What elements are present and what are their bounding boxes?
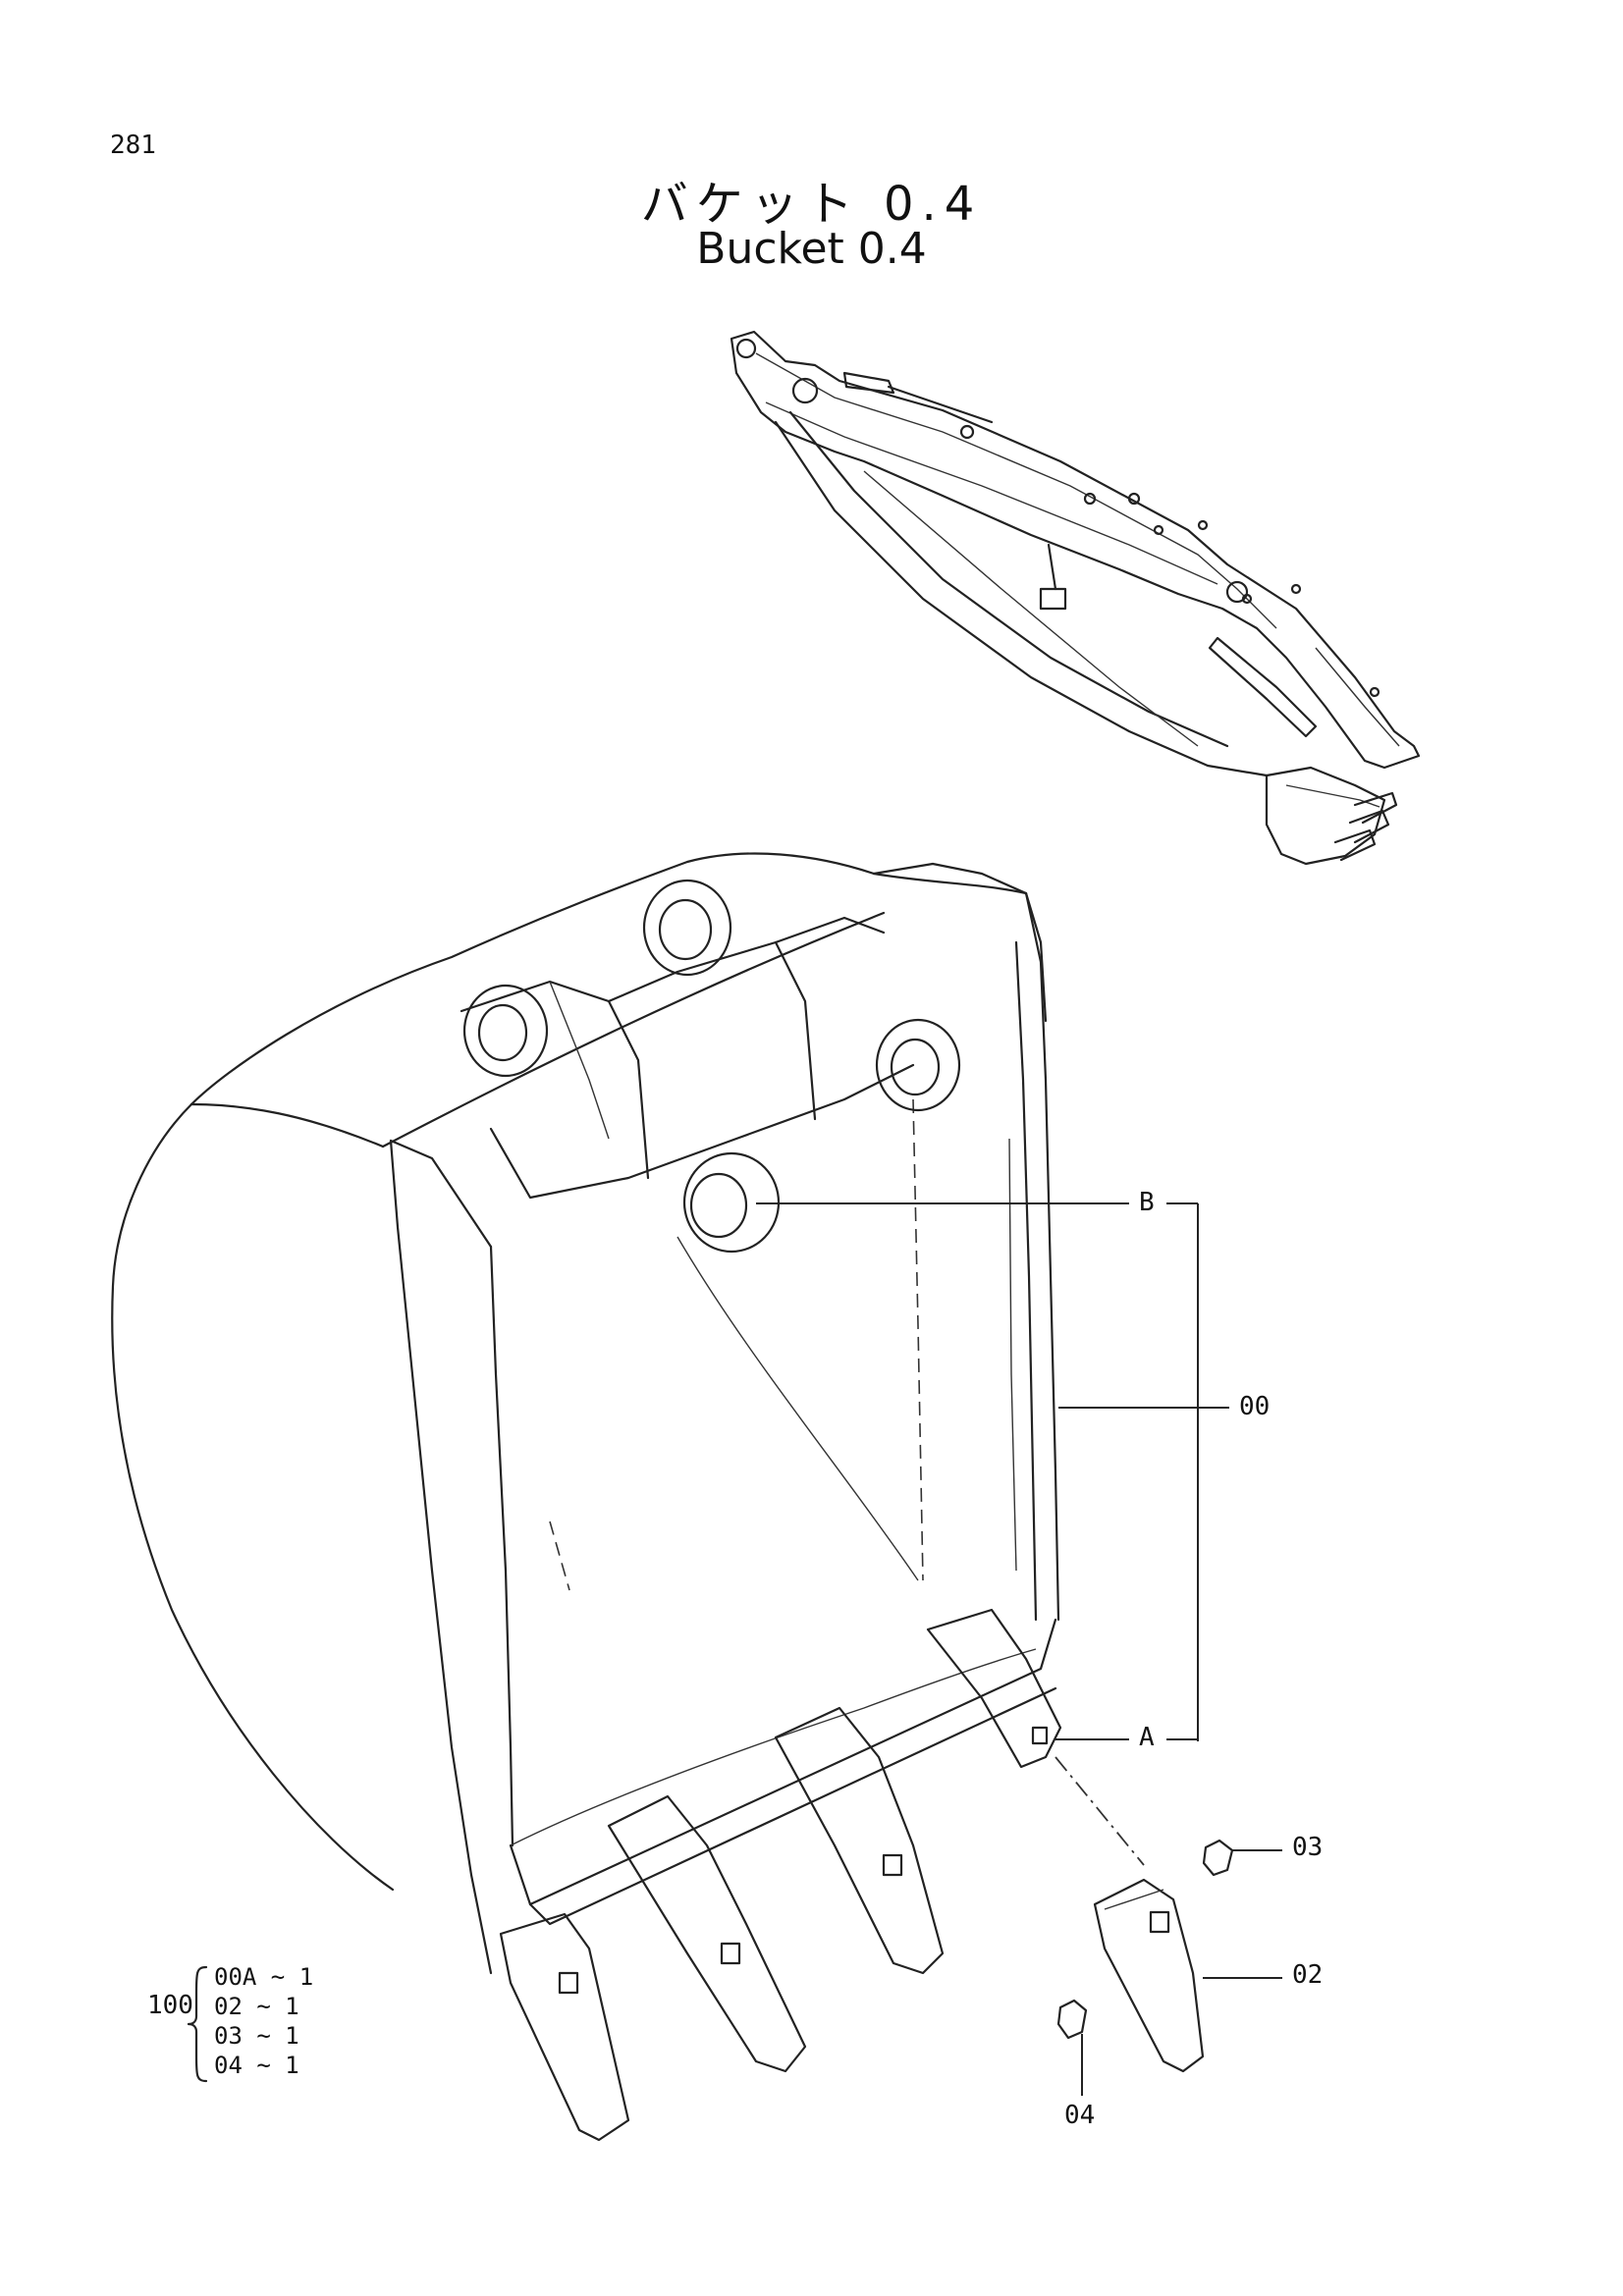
kit-line: 02 ~ 1 — [214, 1993, 299, 2020]
callout-label-00: 00 — [1239, 1392, 1271, 1421]
kit-brace-icon — [187, 1965, 208, 2083]
page-title-english: Bucket 0.4 — [696, 224, 927, 274]
leader-lines — [756, 1202, 1282, 2096]
page-number: 281 — [110, 131, 156, 160]
callout-label-03: 03 — [1292, 1833, 1324, 1862]
page-title-japanese: バケット 0.4 — [640, 177, 983, 232]
bucket-illustration — [111, 852, 1145, 2142]
callout-label-02: 02 — [1292, 1960, 1324, 1990]
kit-line: 03 ~ 1 — [214, 2022, 299, 2050]
kit-line: 00A ~ 1 — [214, 1963, 314, 1991]
kit-line: 04 ~ 1 — [214, 2052, 299, 2079]
callout-label-a: A — [1139, 1723, 1155, 1752]
tooth-assembly-illustration — [1056, 1839, 1234, 2073]
excavator-arm-illustration — [730, 330, 1421, 866]
callout-label-04: 04 — [1064, 2101, 1096, 2130]
callout-label-b: B — [1139, 1188, 1155, 1217]
kit-number: 100 — [147, 1991, 193, 2020]
